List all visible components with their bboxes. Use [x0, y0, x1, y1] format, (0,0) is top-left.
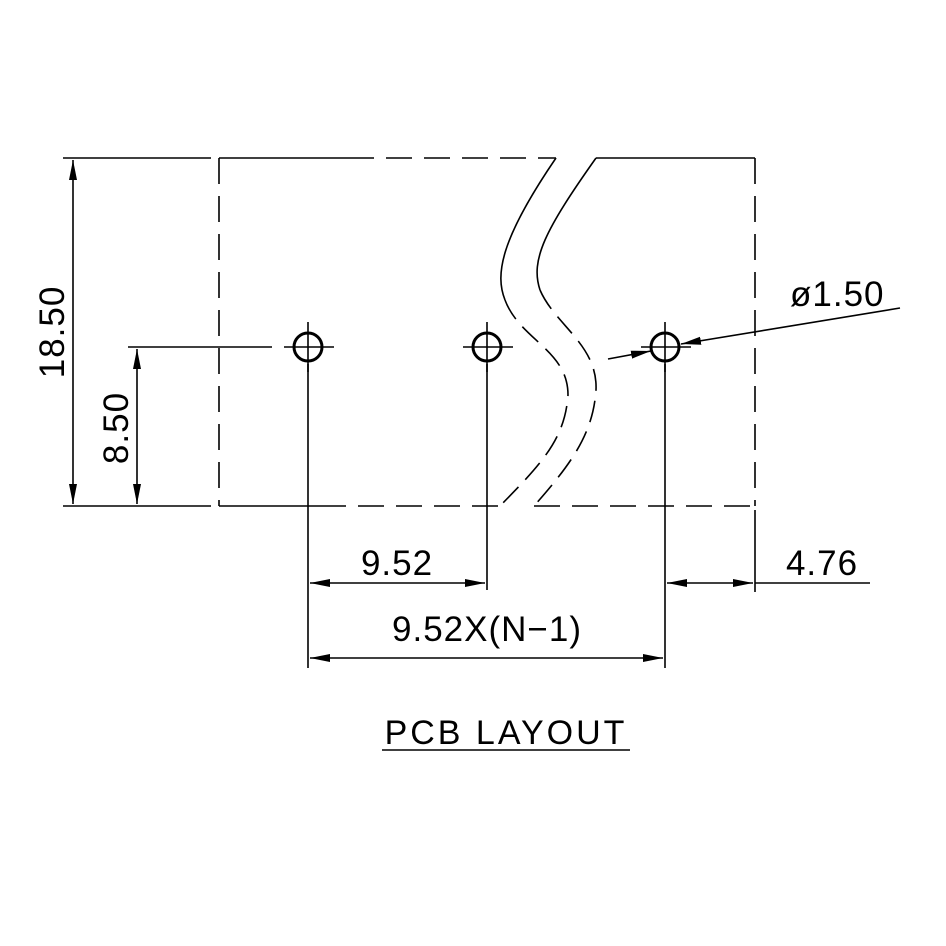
hole-2 — [463, 322, 513, 372]
dimension-height-total: 18.50 — [33, 157, 211, 507]
dimension-hole-diameter: ø1.50 — [607, 275, 901, 360]
title-text: PCB LAYOUT — [385, 714, 628, 752]
dimension-pitch: 9.52 — [310, 544, 485, 587]
dimension-label-hole-diameter: ø1.50 — [790, 275, 885, 314]
dimension-label-height-hole: 8.50 — [97, 392, 136, 464]
dimension-edge-offset: 4.76 — [667, 544, 870, 587]
dimension-label-height-total: 18.50 — [33, 286, 72, 379]
dimension-label-edge-offset: 4.76 — [786, 544, 858, 583]
hole-1 — [284, 322, 334, 372]
extension-lines — [307, 364, 756, 668]
dimension-label-pitch-total: 9.52X(N−1) — [392, 610, 582, 649]
break-line — [499, 157, 597, 507]
dimension-label-pitch: 9.52 — [361, 544, 433, 583]
drawing-title: PCB LAYOUT — [382, 714, 630, 752]
hole-3 — [641, 322, 691, 372]
dimension-pitch-total: 9.52X(N−1) — [310, 610, 663, 662]
dimension-height-hole: 8.50 — [97, 346, 272, 504]
